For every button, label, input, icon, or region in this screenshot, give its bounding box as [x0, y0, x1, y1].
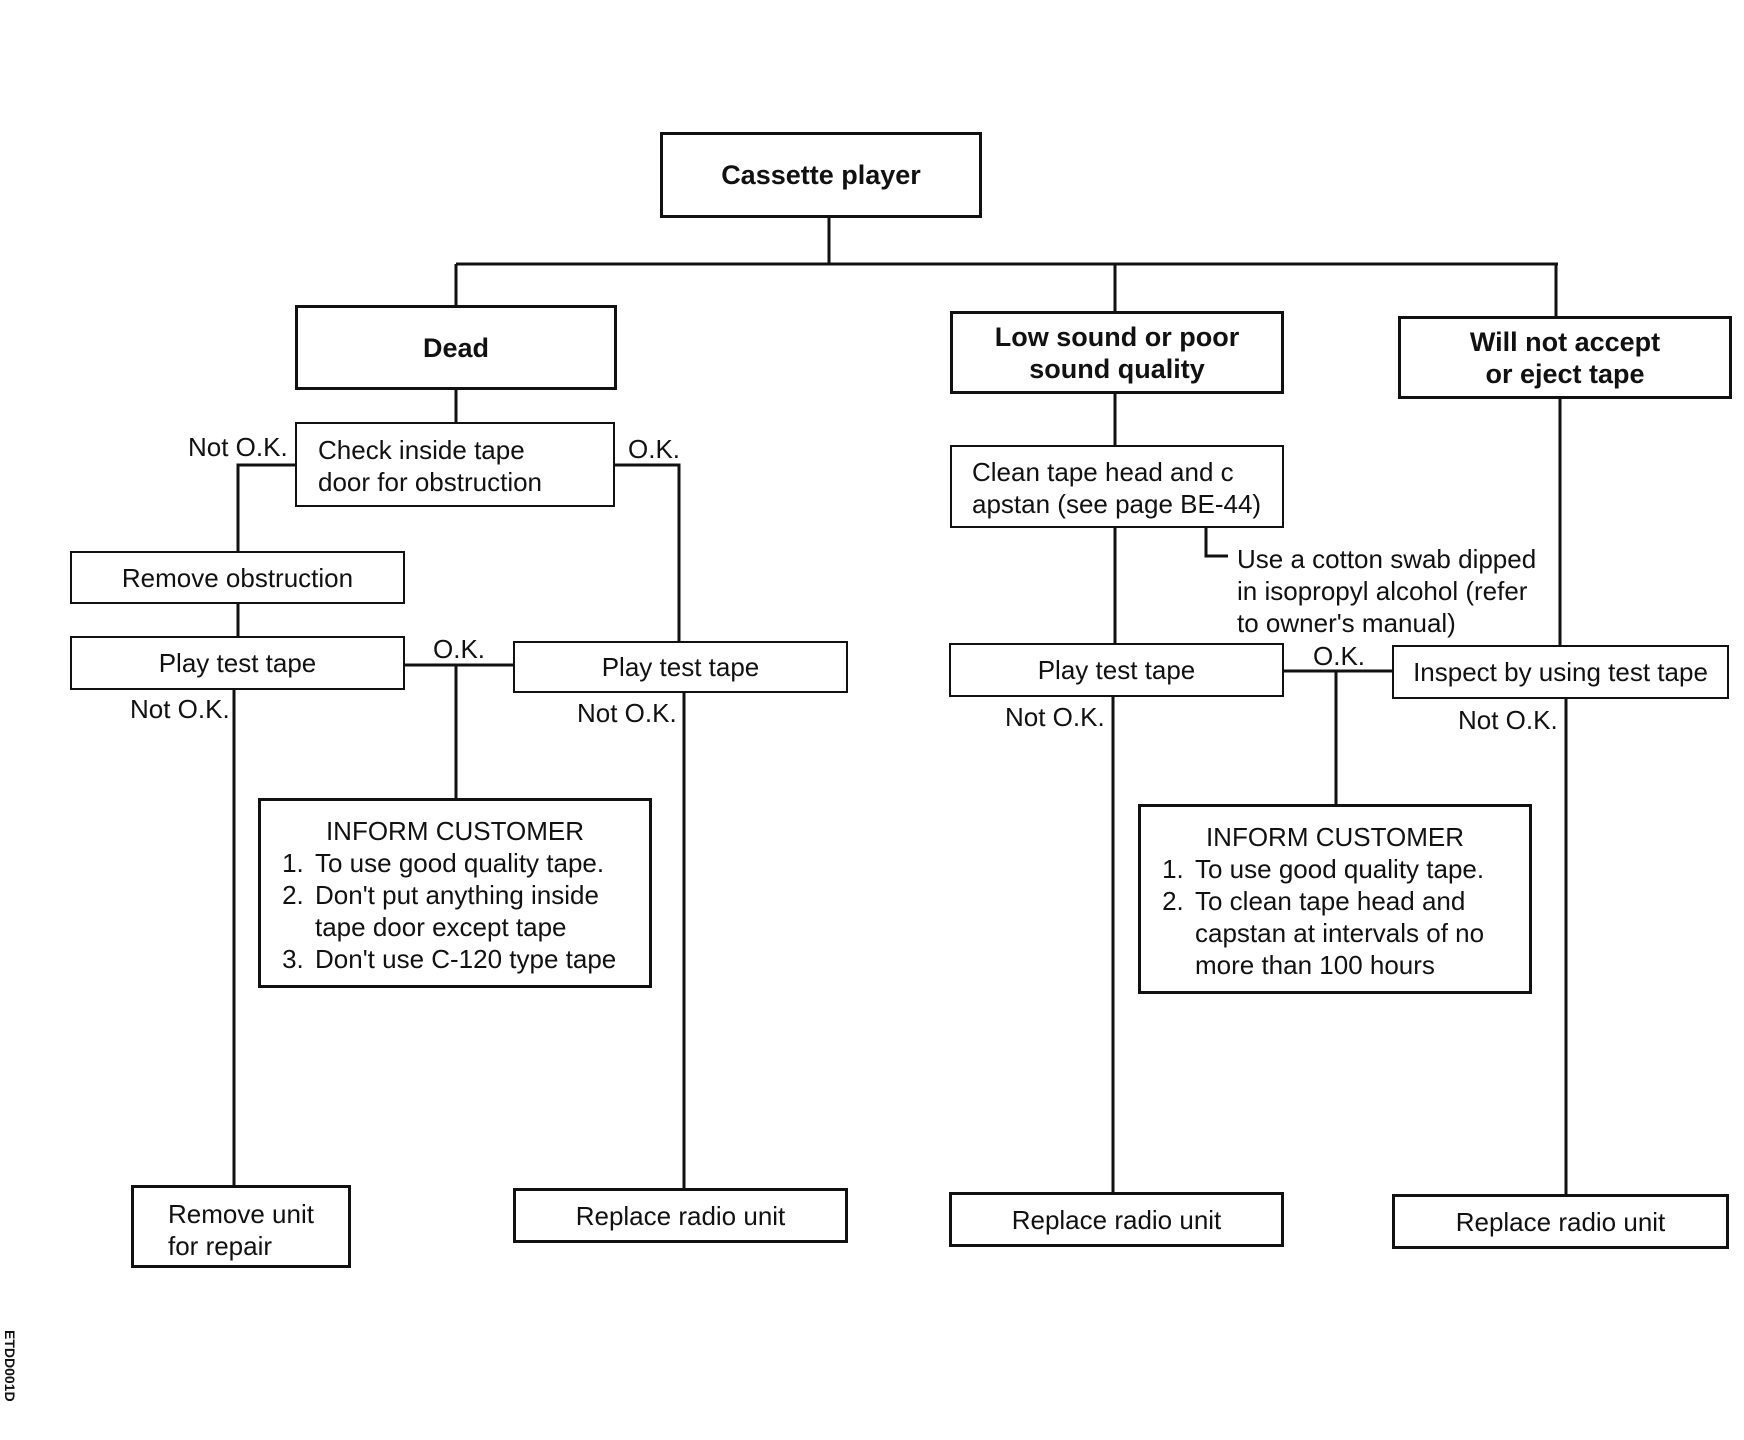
symptom-no-eject-label: Will not accept or eject tape	[1469, 326, 1661, 389]
step-check-door-label: Check inside tape door for obstruction	[318, 435, 543, 497]
inform-customer-box-2: INFORM CUSTOMER To use good quality tape…	[1138, 804, 1532, 994]
outcome-replace-radio-unit-3: Replace radio unit	[1392, 1194, 1729, 1249]
label-ok-play-test-3: O.K.	[1313, 641, 1366, 671]
label-not-ok-play-test-3: Not O.K.	[1005, 702, 1105, 732]
label-ok-play-test-1: O.K.	[433, 634, 486, 664]
root-label: Cassette player	[721, 160, 921, 190]
inform-1-title: INFORM CUSTOMER	[325, 816, 585, 846]
inform-1-item: Don't put anything inside tape door exce…	[311, 879, 629, 943]
outcome-replace-radio-unit-1: Replace radio unit	[513, 1188, 848, 1243]
step-play-test-tape-2: Play test tape	[513, 641, 848, 693]
label-not-ok-play-test-1: Not O.K.	[130, 694, 230, 724]
figure-code: ETDD001D	[2, 1330, 18, 1402]
inform-customer-box-1: INFORM CUSTOMER To use good quality tape…	[258, 798, 652, 988]
symptom-dead-label: Dead	[422, 332, 490, 363]
outcome-remove-unit-label: Remove unit for repair	[168, 1199, 314, 1261]
step-remove-obstruction: Remove obstruction	[70, 551, 405, 604]
step-play-test-1-label: Play test tape	[158, 648, 317, 678]
inform-2-title: INFORM CUSTOMER	[1205, 822, 1465, 852]
outcome-replace-radio-unit-2: Replace radio unit	[949, 1192, 1284, 1247]
inform-2-list: To use good quality tape. To clean tape …	[1161, 853, 1509, 981]
step-clean-head-label: Clean tape head and c apstan (see page B…	[972, 457, 1262, 519]
label-ok-check-door: O.K.	[628, 434, 681, 464]
label-not-ok-inspect: Not O.K.	[1458, 705, 1558, 735]
outcome-replace-3-label: Replace radio unit	[1455, 1206, 1666, 1237]
inform-2-item: To clean tape head and capstan at interv…	[1191, 885, 1509, 981]
step-play-test-3-label: Play test tape	[1037, 655, 1196, 685]
inform-1-list: To use good quality tape. Don't put anyt…	[281, 847, 629, 975]
outcome-replace-1-label: Replace radio unit	[575, 1200, 786, 1231]
inform-2-item: To use good quality tape.	[1191, 853, 1509, 885]
note-cotton-swab: Use a cotton swab dipped in isopropyl al…	[1237, 544, 1537, 638]
symptom-box-dead: Dead	[295, 305, 617, 390]
symptom-box-will-not-accept: Will not accept or eject tape	[1398, 316, 1732, 399]
step-inspect-test-tape: Inspect by using test tape	[1392, 645, 1729, 699]
symptom-box-low-sound: Low sound or poor sound quality	[950, 311, 1284, 394]
label-not-ok-check-door: Not O.K.	[188, 432, 288, 462]
label-not-ok-play-test-2: Not O.K.	[577, 698, 677, 728]
step-remove-obstruction-label: Remove obstruction	[121, 562, 354, 593]
symptom-low-sound-label: Low sound or poor sound quality	[994, 321, 1240, 384]
step-play-test-tape-1: Play test tape	[70, 636, 405, 690]
step-inspect-label: Inspect by using test tape	[1413, 657, 1708, 687]
inform-1-item: Don't use C-120 type tape	[311, 943, 629, 975]
outcome-replace-2-label: Replace radio unit	[1011, 1204, 1222, 1235]
root-box-cassette-player: Cassette player	[660, 132, 982, 218]
step-play-test-tape-3: Play test tape	[949, 643, 1284, 697]
step-clean-tape-head: Clean tape head and c apstan (see page B…	[950, 445, 1284, 528]
step-check-tape-door: Check inside tape door for obstruction	[295, 422, 615, 507]
step-play-test-2-label: Play test tape	[601, 652, 760, 682]
inform-1-item: To use good quality tape.	[311, 847, 629, 879]
outcome-remove-unit-for-repair: Remove unit for repair	[131, 1185, 351, 1268]
